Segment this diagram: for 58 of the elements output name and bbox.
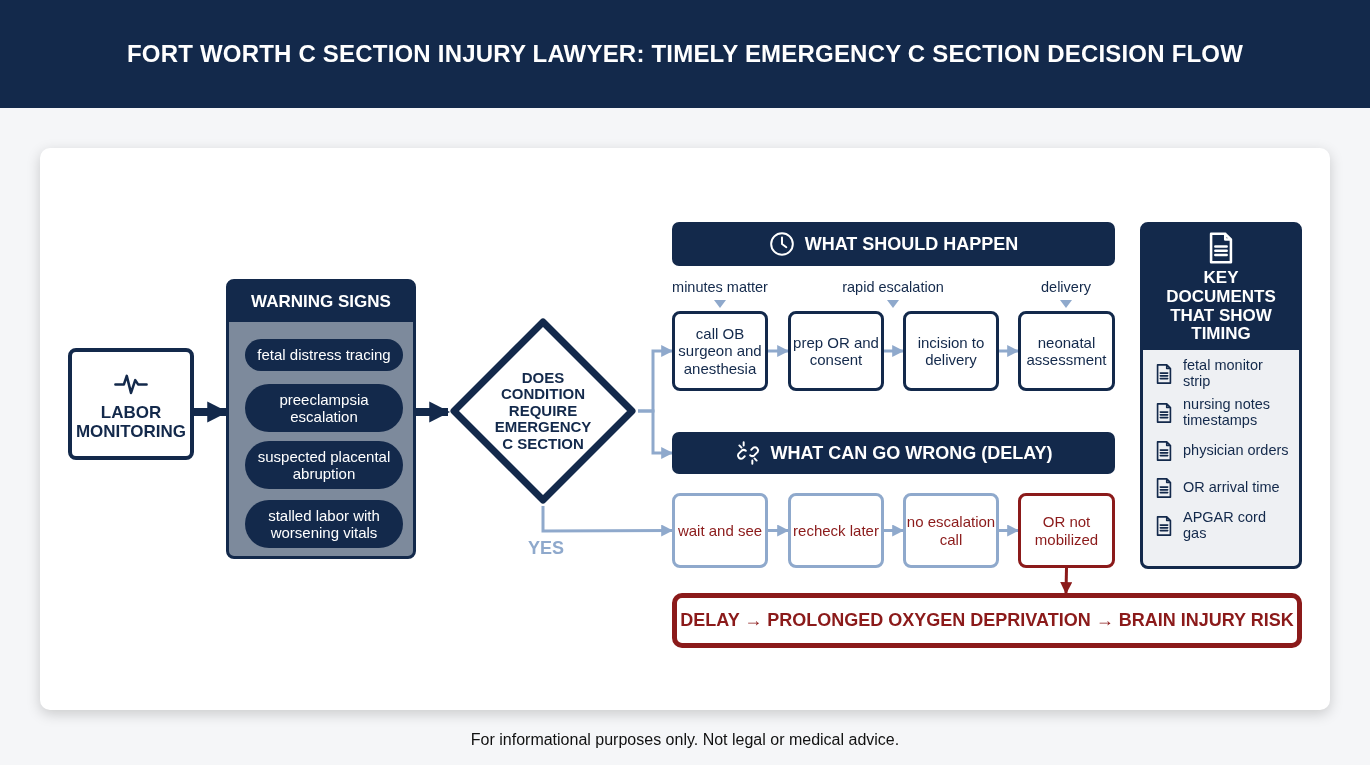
delay-box	[672, 493, 768, 568]
sign-pill	[245, 384, 403, 432]
node-label: DOES CONDITION REQUIRE EMERGENCY C SECTION	[493, 369, 593, 453]
outcome-box	[672, 593, 1302, 648]
delay-box	[1018, 493, 1115, 568]
node-label: neonatal assessment	[1025, 333, 1108, 369]
arrow	[768, 524, 790, 537]
panel-title: KEY DOCUMENTS THAT SHOW TIMING	[1165, 269, 1277, 344]
node-label: recheck later	[793, 521, 879, 540]
process-box	[68, 348, 194, 460]
arrow	[416, 401, 451, 423]
node-label: preeclampsia escalation	[278, 390, 370, 426]
warning-panel	[226, 279, 416, 559]
arrow	[1060, 567, 1073, 595]
footer-note: For informational purposes only. Not legal or medical advice.	[470, 731, 900, 749]
step-box	[788, 311, 884, 391]
node-label: suspected placental abruption	[256, 447, 392, 483]
document-item: OR arrival time	[1183, 479, 1280, 496]
timing-note: delivery	[1041, 279, 1091, 295]
document-item: fetal monitor strip	[1183, 358, 1264, 390]
section-heading: WHAT SHOULD HAPPEN	[804, 233, 1019, 255]
outcome-text: DELAY → PROLONGED OXYGEN DEPRIVATION → BRAIN INJURY RISK	[680, 610, 1294, 631]
step-box	[903, 311, 999, 391]
step-box	[672, 311, 768, 391]
sign-pill	[245, 500, 403, 548]
arrow	[541, 506, 674, 537]
document-item: physician orders	[1183, 442, 1289, 459]
node-label: OR not mobilized	[1033, 513, 1100, 548]
timing-note: minutes matter	[672, 279, 768, 295]
document-item: nursing notes timestamps	[1183, 396, 1272, 429]
arrow	[999, 345, 1020, 357]
node-label: fetal distress tracing	[257, 346, 391, 364]
sign-pill	[245, 339, 403, 371]
delay-box	[903, 493, 999, 568]
node-label: incision to delivery	[916, 333, 986, 369]
title: FORT WORTH C SECTION INJURY LAWYER: TIMELY EMERGENCY C SECTION DECISION FLOW	[126, 40, 1244, 68]
arrow	[768, 345, 790, 357]
node-label: stalled labor with worsening vitals	[267, 506, 381, 542]
panel-heading: WARNING SIGNS	[229, 282, 413, 322]
section-heading: WHAT CAN GO WRONG (DELAY)	[770, 442, 1053, 464]
node-label: no escalation call	[906, 513, 996, 548]
arrow	[999, 524, 1020, 537]
section-header-band	[672, 222, 1115, 266]
timing-note: rapid escalation	[842, 279, 944, 295]
arrow	[884, 345, 905, 357]
document-item: APGAR cord gas	[1183, 509, 1267, 542]
step-box	[1018, 311, 1115, 391]
arrow	[638, 409, 674, 459]
sign-pill	[245, 441, 403, 489]
documents-panel	[1140, 222, 1302, 569]
node-label: call OB surgeon and anesthesia	[677, 325, 763, 377]
node-label: wait and see	[677, 521, 763, 540]
node-label: LABOR MONITORING	[74, 404, 188, 442]
node-label: prep OR and consent	[792, 333, 880, 369]
arrow	[884, 524, 905, 537]
delay-box	[788, 493, 884, 568]
section-header-band	[672, 432, 1115, 474]
decision-diamond	[448, 316, 638, 506]
